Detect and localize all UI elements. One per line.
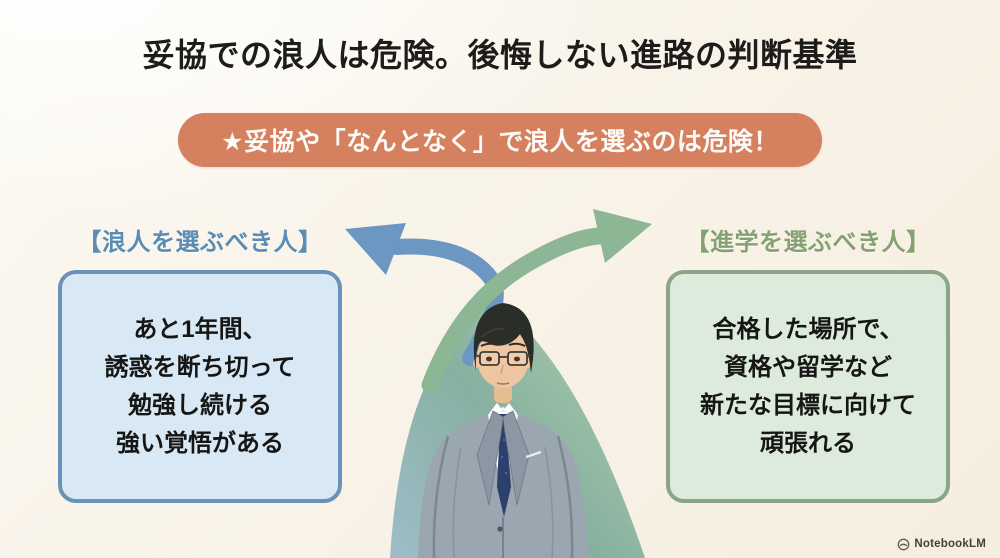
notebooklm-logo-icon (898, 538, 910, 550)
page-title: 妥協での浪人は危険。後悔しない進路の判断基準 (142, 37, 858, 73)
shingaku-line: 合格した場所で、 (712, 315, 904, 343)
shingaku-line: 新たな目標に向けて (700, 391, 916, 419)
ronin-line: 強い覚悟がある (116, 429, 284, 457)
shingaku-line: 資格や留学など (724, 353, 892, 381)
notebooklm-watermark: NotebookLM (897, 536, 986, 552)
businessman-figure (418, 303, 588, 558)
right-path-arrow (421, 209, 652, 394)
ronin-line: 勉強し続ける (128, 391, 272, 419)
warning-banner: ★妥協や「なんとなく」で浪人を選ぶのは危険！ (178, 113, 822, 167)
shingaku-line: 頑張れる (760, 429, 856, 457)
fork-in-road-illustration (345, 209, 652, 558)
left-column-label: 【浪人を選ぶべき人】 (77, 229, 323, 256)
ronin-line: あと1年間、 (133, 315, 267, 343)
shingaku-choice-box: 合格した場所で、 資格や留学など 新たな目標に向けて 頑張れる (666, 270, 950, 503)
notebooklm-brand-text: NotebookLM (914, 538, 986, 550)
left-path-arrow (345, 223, 504, 366)
ronin-line: 誘惑を断ち切って (104, 353, 296, 381)
ronin-choice-box: あと1年間、 誘惑を断ち切って 勉強し続ける 強い覚悟がある (58, 270, 342, 503)
right-column-label: 【進学を選ぶべき人】 (685, 229, 931, 256)
warning-banner-text: ★妥協や「なんとなく」で浪人を選ぶのは危険！ (221, 128, 779, 156)
